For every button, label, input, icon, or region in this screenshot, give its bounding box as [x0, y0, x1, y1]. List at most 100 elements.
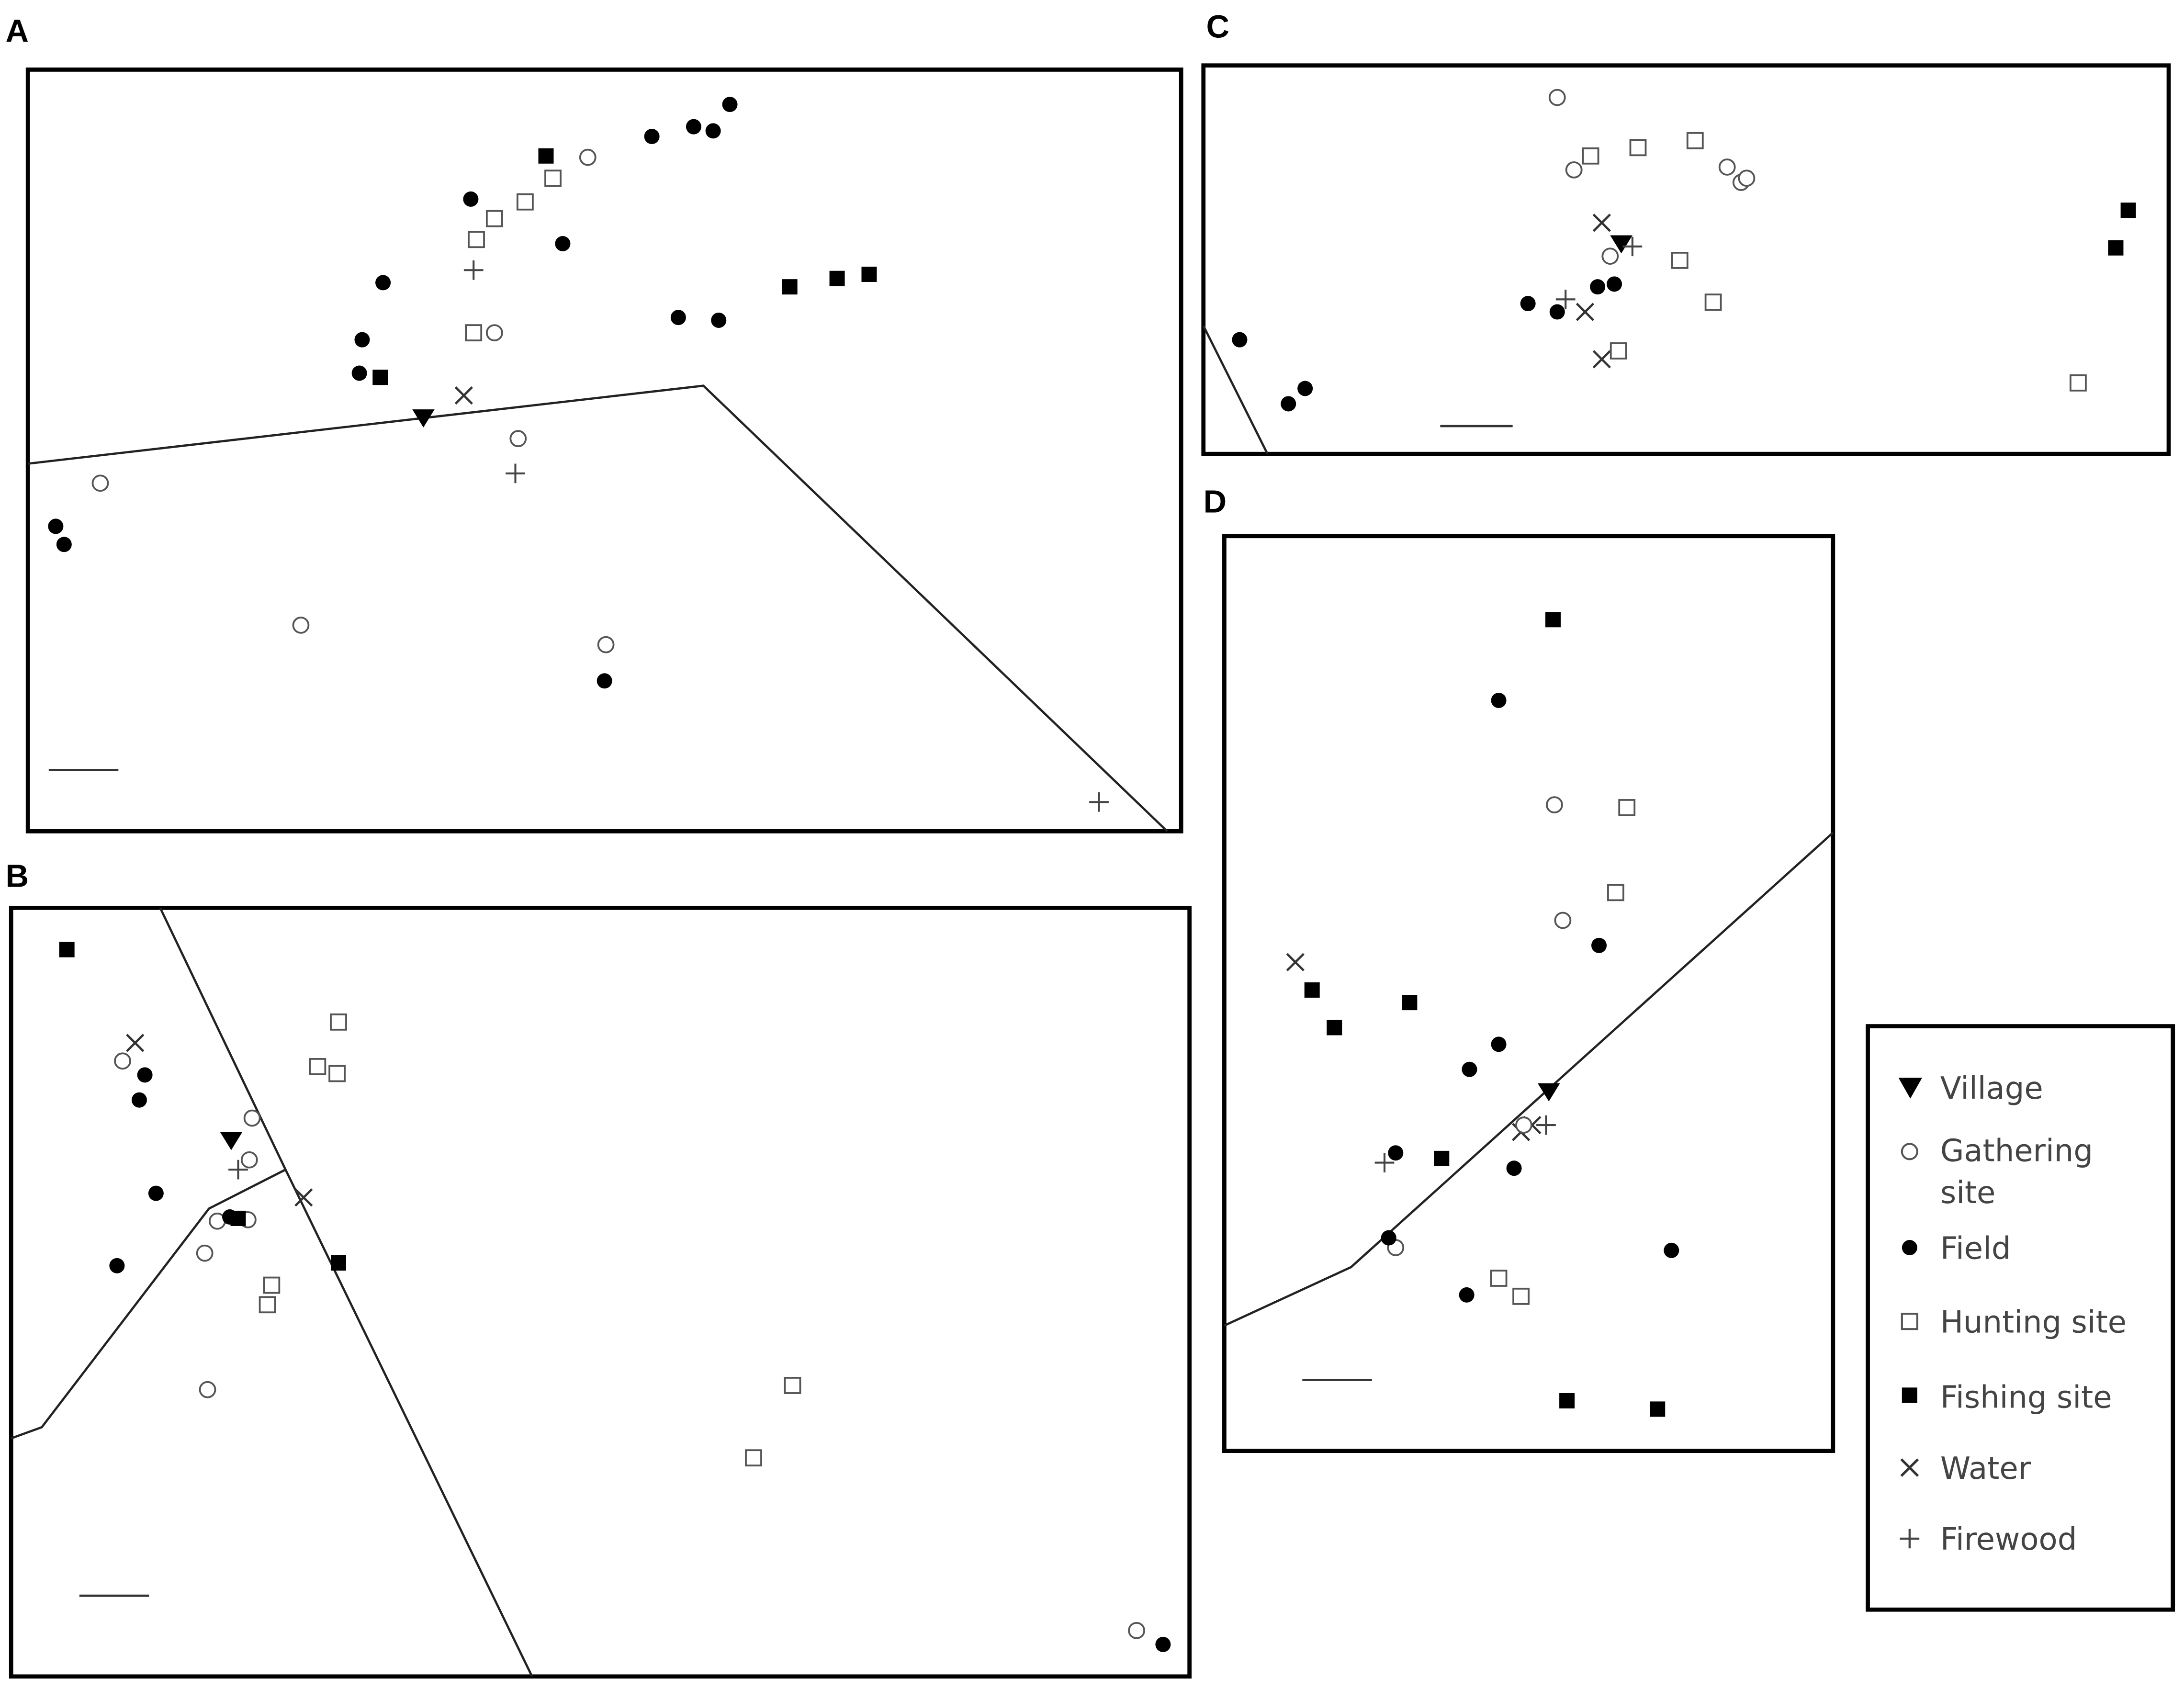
panel-c-frame: [1201, 63, 2171, 456]
field-site-marker: [354, 332, 370, 348]
field-site-marker: [1459, 1287, 1475, 1303]
panel-d-frame: [1222, 534, 1835, 1453]
firewood-site-marker: [1622, 236, 1643, 257]
panel-d-boundary-line: [1224, 832, 1834, 1327]
gathering-site-marker: [1515, 1116, 1532, 1134]
field-site-marker: [375, 275, 391, 291]
hunting-site-marker: [263, 1276, 281, 1294]
legend-label-firewood: Firewood: [1940, 1522, 2077, 1557]
panel-a-sites: [48, 97, 1109, 812]
gathering-site-marker: [292, 617, 310, 634]
water-site-marker: [1286, 953, 1305, 971]
gathering-site-marker: [1738, 169, 1756, 187]
hunting-site-marker: [784, 1377, 801, 1394]
water-site-marker: [1576, 303, 1595, 321]
field-site-marker: [597, 673, 612, 689]
hunting-site-marker: [1629, 139, 1647, 157]
gathering-site-marker: [1718, 158, 1736, 176]
panel-c-sites: [1232, 89, 2136, 412]
village-legend-icon: [1898, 1078, 1923, 1099]
fishing-site-marker: [829, 270, 845, 286]
panel-a-boundary-line: [27, 384, 1168, 833]
gathering-site-marker: [597, 636, 615, 653]
gathering-site-marker: [1546, 796, 1563, 813]
hunting-site-marker: [468, 231, 485, 248]
water-site-marker: [1592, 214, 1611, 232]
field-site-marker: [463, 191, 479, 207]
fishing-site-marker: [861, 266, 877, 282]
fishing-site-marker: [230, 1210, 246, 1226]
legend-label-hunting: Hunting site: [1940, 1305, 2127, 1340]
firewood-site-marker: [1555, 289, 1576, 309]
firewood-legend-icon: [1900, 1529, 1920, 1549]
field-site-marker: [1520, 296, 1536, 312]
legend-item-firewood: Firewood: [1900, 1522, 2077, 1557]
field-site-marker: [1381, 1230, 1396, 1246]
field-site-marker: [148, 1185, 164, 1201]
field-site-marker: [555, 236, 571, 251]
firewood-site-marker: [463, 260, 484, 280]
field-site-marker: [1281, 396, 1296, 412]
legend-item-water: Water: [1900, 1451, 2031, 1486]
hunting-site-marker: [1671, 252, 1689, 269]
legend-label-water: Water: [1940, 1451, 2031, 1486]
field-site-marker: [48, 518, 64, 534]
field-site-marker: [1462, 1061, 1477, 1077]
hunting-site-marker: [516, 193, 534, 211]
panel-a-frame: [25, 68, 1183, 833]
field-site-marker: [686, 119, 701, 135]
village-site-marker: [220, 1132, 243, 1150]
field-site-marker: [109, 1258, 125, 1273]
water-site-marker: [1592, 350, 1611, 369]
legend-frame: [1866, 1024, 2175, 1612]
fishing-site-marker: [1327, 1020, 1342, 1036]
hunting-site-marker: [2069, 374, 2087, 392]
water-site-marker: [294, 1188, 313, 1207]
panel-a-letter: A: [6, 13, 29, 49]
field-site-marker: [1591, 937, 1607, 953]
fishing-site-marker: [330, 1255, 346, 1271]
field-site-marker: [1607, 276, 1622, 292]
hunting-site-marker: [1686, 132, 1704, 149]
firewood-site-marker: [1089, 792, 1109, 812]
legend-label-gathering-line2: site: [1940, 1175, 1996, 1211]
legend-item-field: Field: [1902, 1231, 2011, 1266]
water-site-marker: [454, 386, 473, 405]
field-site-marker: [1664, 1242, 1679, 1258]
panel-b-sites: [59, 942, 1171, 1652]
hunting-site-marker: [309, 1058, 326, 1075]
field-site-marker: [1232, 332, 1248, 348]
field-site-marker: [1297, 381, 1313, 396]
gathering-site-marker: [243, 1109, 261, 1127]
field-site-marker: [131, 1092, 147, 1108]
field-site-marker: [722, 97, 738, 113]
legend-item-village: Village: [1898, 1071, 2043, 1106]
gathering-legend-icon: [1901, 1143, 1918, 1160]
gathering-site-marker: [485, 324, 503, 342]
field-site-marker: [351, 365, 367, 381]
field-site-marker: [1491, 692, 1507, 708]
fishing-site-marker: [1434, 1150, 1450, 1166]
gathering-site-marker: [1548, 89, 1566, 106]
fishing-site-marker: [1650, 1401, 1666, 1417]
field-site-marker: [711, 312, 727, 328]
panel-a: A: [6, 13, 1183, 833]
fishing-site-marker: [538, 148, 554, 164]
fishing-site-marker: [1559, 1393, 1575, 1408]
hunting-site-marker: [1607, 884, 1624, 901]
firewood-site-marker: [506, 463, 525, 484]
hunting-site-marker: [1704, 293, 1722, 311]
panel-d-letter: D: [1204, 484, 1227, 519]
hunting-site-marker: [259, 1296, 276, 1314]
gathering-site-marker: [1601, 248, 1619, 265]
fishing-legend-icon: [1902, 1387, 1917, 1403]
hunting-site-marker: [1512, 1287, 1530, 1305]
firewood-site-marker: [1536, 1115, 1556, 1135]
legend-item-fishing: Fishing site: [1902, 1380, 2112, 1415]
legend-item-gathering: Gathering site: [1901, 1134, 2093, 1211]
legend-label-field: Field: [1940, 1231, 2011, 1266]
gathering-site-marker: [240, 1151, 258, 1169]
legend-label-fishing: Fishing site: [1940, 1380, 2112, 1415]
panel-b-frame: [9, 905, 1192, 1679]
